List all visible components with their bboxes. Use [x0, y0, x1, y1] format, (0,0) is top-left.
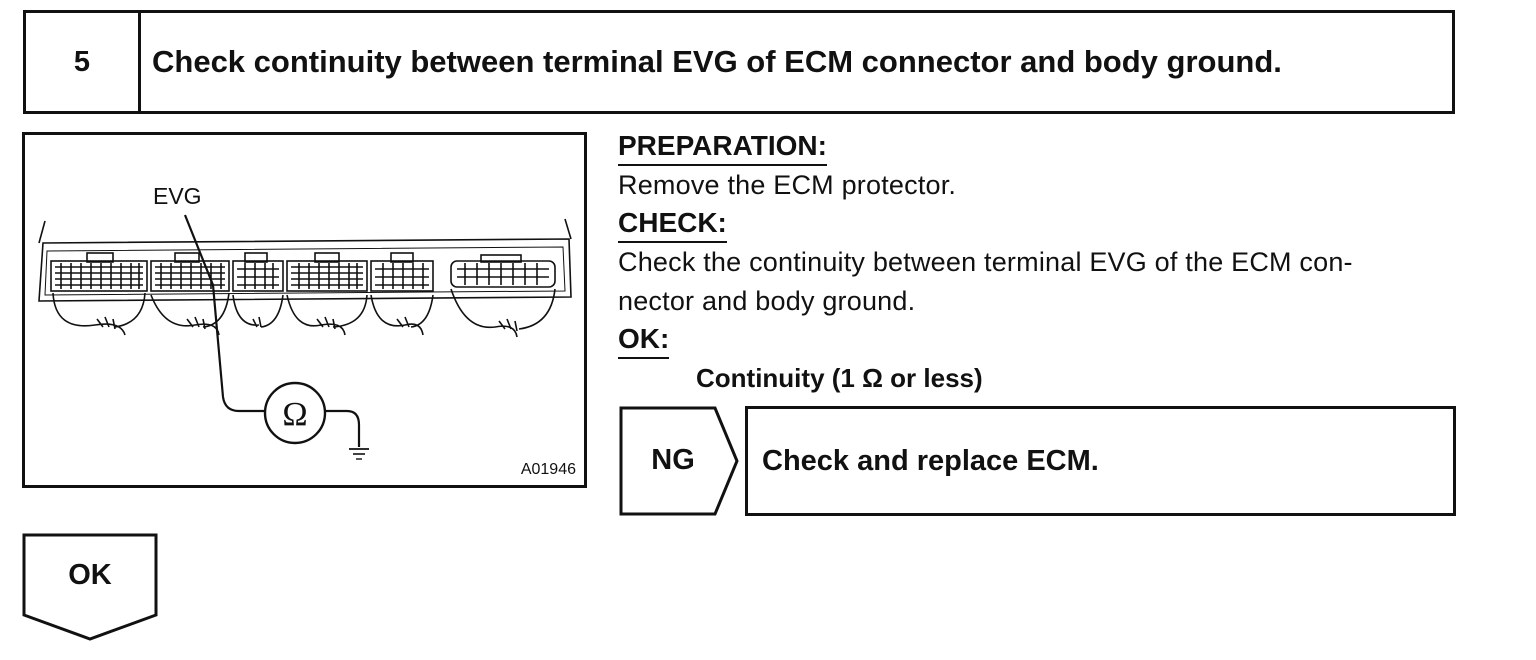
ok-spec-text: Continuity (1 Ω or less): [696, 363, 983, 393]
ng-label: NG: [651, 443, 695, 476]
connector-3: [232, 252, 284, 292]
preparation-heading: PREPARATION:: [618, 128, 827, 166]
ok-label: OK: [68, 558, 112, 591]
connector-5: [370, 252, 434, 292]
ok-heading: OK:: [618, 321, 670, 359]
connector-4: [286, 252, 368, 292]
ecm-connector-drawing: Ω: [38, 214, 572, 460]
step-number: 5: [26, 13, 141, 111]
connector-6: [450, 254, 556, 288]
evg-terminal-label: EVG: [153, 183, 202, 209]
connector-2: [150, 252, 230, 292]
preparation-text: Remove the ECM protector.: [618, 170, 957, 200]
ng-action-box: Check and replace ECM.: [745, 406, 1456, 516]
step-header: 5 Check continuity between terminal EVG …: [23, 10, 1455, 114]
ecm-connector-illustration: Ω EVG A01946: [22, 132, 587, 488]
ok-arrow-shape: [22, 533, 158, 641]
check-text-line-1: Check the continuity between terminal EV…: [618, 247, 1353, 277]
figure-id: A01946: [520, 461, 576, 478]
connector-1: [50, 252, 148, 292]
ohmmeter-circle: [263, 381, 327, 445]
ohm-symbol: Ω: [282, 396, 307, 433]
check-text-line-2: nector and body ground.: [618, 286, 916, 316]
ng-action-text: Check and replace ECM.: [762, 444, 1099, 477]
ng-arrow-shape: [619, 406, 739, 516]
procedure-text: PREPARATION: Remove the ECM protector. C…: [618, 128, 1458, 397]
step-title: Check continuity between terminal EVG of…: [152, 44, 1282, 79]
check-heading: CHECK:: [618, 205, 727, 243]
